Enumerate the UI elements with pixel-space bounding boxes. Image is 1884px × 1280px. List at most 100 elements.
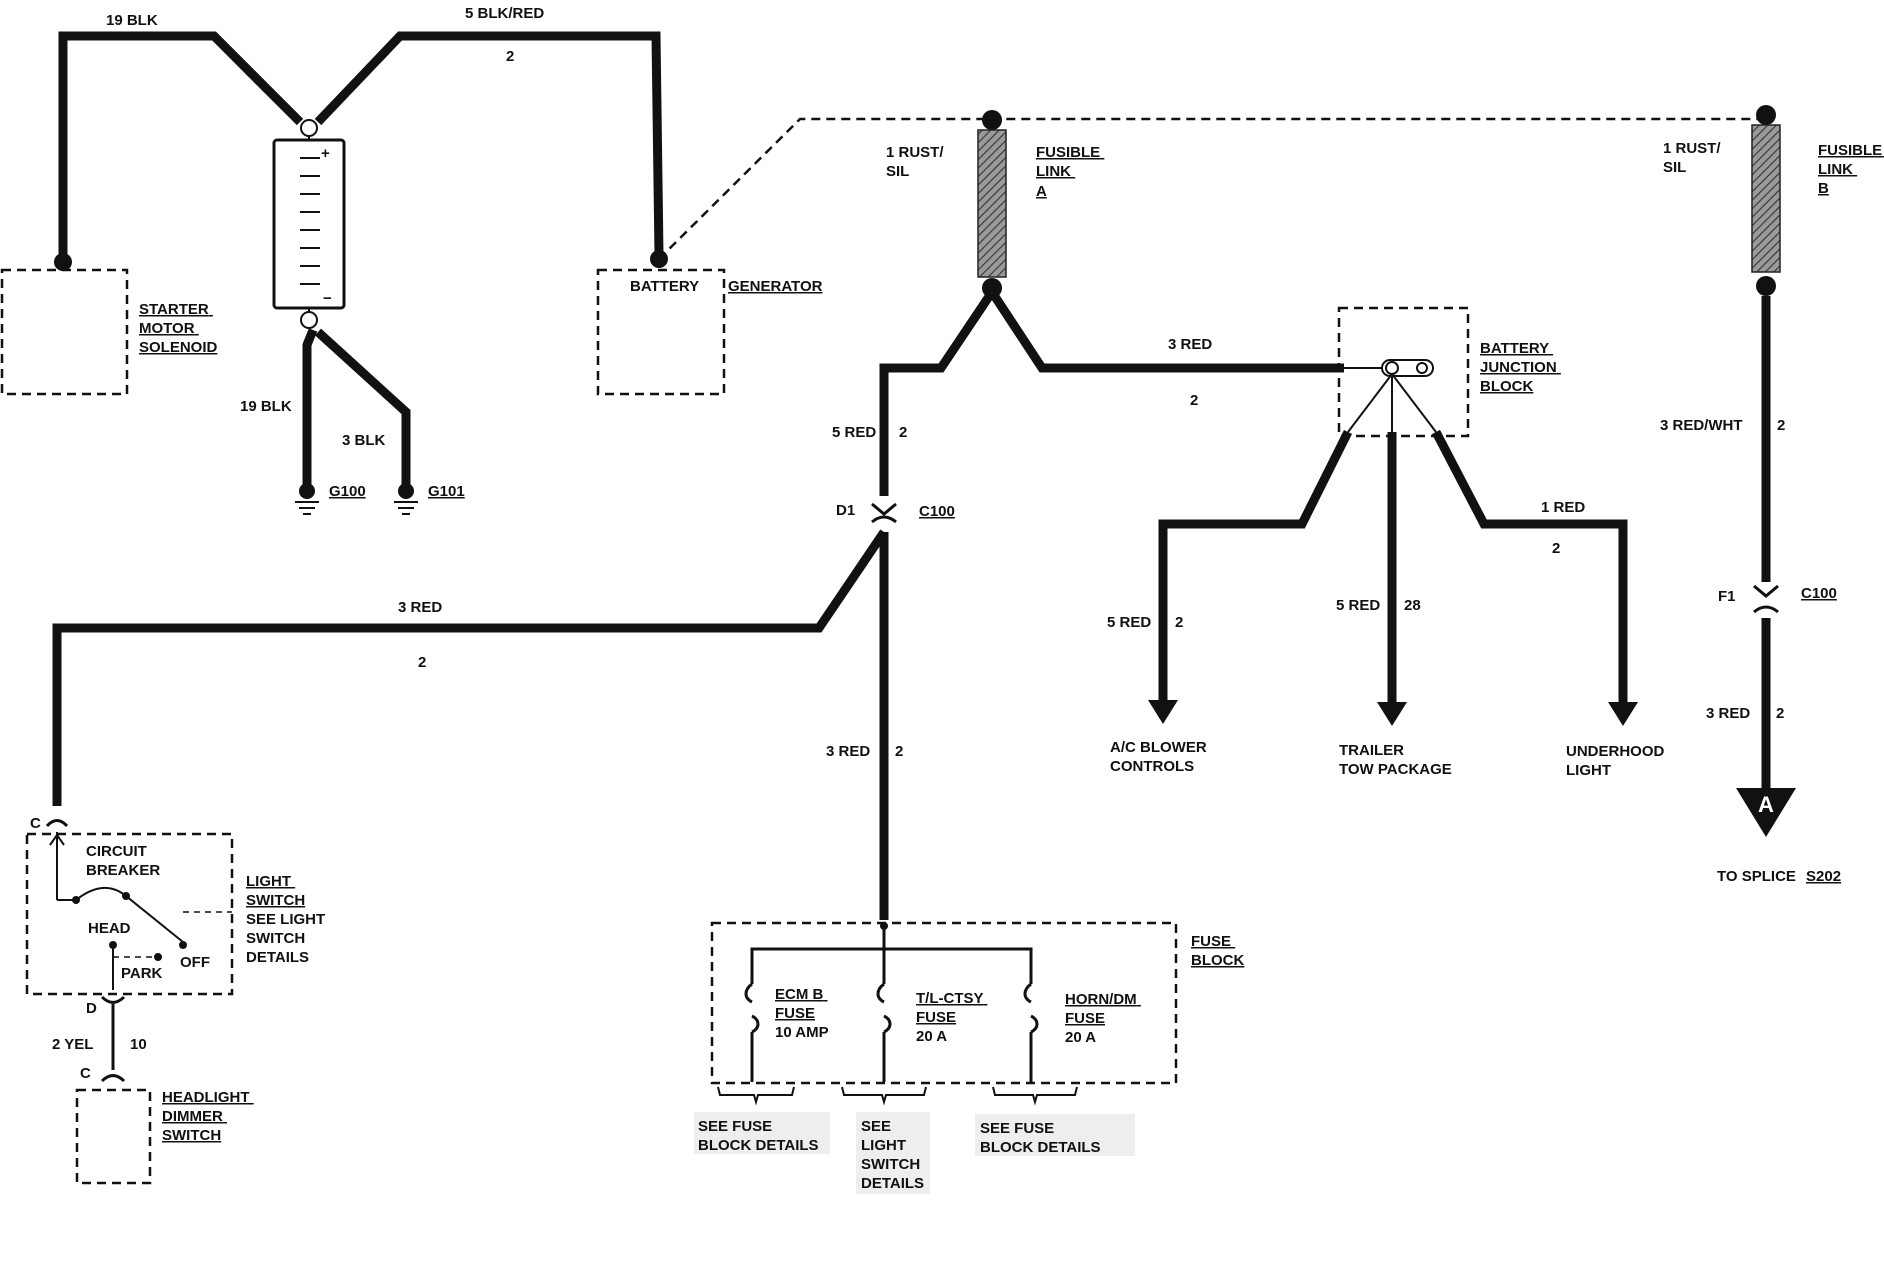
underhood-light-label: UNDERHOOD LIGHT xyxy=(1566,743,1669,779)
switch-park-label: PARK xyxy=(121,965,163,982)
label-5red-c100: 5 RED xyxy=(832,424,876,441)
wire-5red-to-c100 xyxy=(879,289,996,496)
fuse-ecm-b-rating: 10 AMP xyxy=(775,1024,829,1041)
battery-junction-block-box xyxy=(1337,306,1470,438)
fusible-link-a xyxy=(977,129,1007,278)
fuse-block-braces xyxy=(717,1086,1078,1106)
wire-1red-underhood xyxy=(1432,429,1638,726)
label-5blkred: 5 BLK/RED xyxy=(465,5,544,22)
fuse-block-bus xyxy=(750,926,1033,1082)
label-2yel: 2 YEL xyxy=(52,1036,93,1053)
light-switch-pin-d: D xyxy=(86,1000,97,1017)
label-3red-left-circuit: 2 xyxy=(418,654,426,671)
battery-symbol: + − xyxy=(272,119,346,329)
light-switch-label: LIGHT SWITCH xyxy=(246,873,305,909)
wire-3red-to-light-switch xyxy=(52,529,888,806)
label-5red-c100-circuit: 2 xyxy=(899,424,907,441)
fuse-horn-dm-rating: 20 A xyxy=(1065,1029,1096,1046)
dimmer-pin-c: C xyxy=(80,1065,91,1082)
label-3red-top-circuit: 2 xyxy=(1190,392,1198,409)
label-3red-left: 3 RED xyxy=(398,599,442,616)
c100-connector-left xyxy=(871,502,897,524)
label-3red-splice: 3 RED xyxy=(1706,705,1750,722)
label-3blk-g101: 3 BLK xyxy=(342,432,386,449)
headlight-dimmer-switch-label: HEADLIGHT DIMMER SWITCH xyxy=(162,1089,254,1144)
switch-wiper xyxy=(109,941,162,990)
trailer-tow-package-label: TRAILER TOW PACKAGE xyxy=(1339,742,1452,778)
see-fuse-block-details-2: SEE FUSE BLOCK DETAILS xyxy=(980,1120,1101,1156)
fuse-block-box xyxy=(710,921,1178,1085)
wire-5red-trailer xyxy=(1377,432,1407,726)
label-3red-top: 3 RED xyxy=(1168,336,1212,353)
fuse-tl-ctsy-rating: 20 A xyxy=(916,1028,947,1045)
label-19blk-g100: 19 BLK xyxy=(240,398,292,415)
wire-19blk-g100 xyxy=(302,328,318,486)
fusible-link-b-label: FUSIBLE LINK B xyxy=(1818,142,1884,197)
see-fuse-block-details-1: SEE FUSE BLOCK DETAILS xyxy=(698,1118,819,1154)
wire-5blkred-generator xyxy=(314,31,664,256)
fuse-tl-ctsy-label: T/L-CTSY FUSE xyxy=(916,990,987,1026)
starter-solenoid-box xyxy=(0,268,129,396)
wire-3blk-g101 xyxy=(314,328,411,486)
c100-right-label: C100 xyxy=(1801,585,1837,602)
see-light-switch-details-2: SEE LIGHT SWITCH DETAILS xyxy=(861,1118,924,1192)
wire-3red-to-bjb xyxy=(988,289,1344,373)
fuse-ecm-b-icon xyxy=(744,982,760,1034)
fuse-block-label: FUSE BLOCK xyxy=(1191,933,1244,969)
wire-19blk-starter xyxy=(58,31,304,262)
circuit-breaker-symbol xyxy=(49,832,232,949)
battery-junction-block-label: BATTERY JUNCTION BLOCK xyxy=(1480,340,1561,395)
label-3red-fuse: 3 RED xyxy=(826,743,870,760)
fusible-a-wire-label-1: 1 RUST/ xyxy=(886,144,944,161)
generator-label: GENERATOR xyxy=(728,278,823,295)
label-1red-underhood-circuit: 2 xyxy=(1552,540,1560,557)
splice-a-arrow-icon xyxy=(1736,788,1796,837)
dashed-power-feed xyxy=(658,117,1766,260)
fuse-tl-ctsy-icon xyxy=(876,982,892,1034)
light-switch-top-connector xyxy=(45,819,69,828)
light-switch-pin-c: C xyxy=(30,815,41,832)
fusible-b-wire-label-1: 1 RUST/ xyxy=(1663,140,1721,157)
ground-g101-label: G101 xyxy=(428,483,465,500)
label-3redwht-circuit: 2 xyxy=(1777,417,1785,434)
starter-terminal-node xyxy=(54,253,72,271)
fuse-horn-dm-label: HORN/DM FUSE xyxy=(1065,991,1141,1027)
switch-head-label: HEAD xyxy=(88,920,131,937)
label-3red-fuse-circuit: 2 xyxy=(895,743,903,760)
c100-right-pin: F1 xyxy=(1718,588,1736,605)
fusible-b-bottom-node xyxy=(1756,276,1776,296)
generator-box xyxy=(596,268,726,396)
switch-off-label: OFF xyxy=(180,954,210,971)
fusible-a-wire-label-2: SIL xyxy=(886,163,909,180)
light-switch-box xyxy=(25,832,234,996)
generator-battery-terminal-label: BATTERY xyxy=(630,278,699,295)
fusible-a-top-node xyxy=(982,110,1002,130)
label-5red-ac: 5 RED xyxy=(1107,614,1151,631)
to-splice-label: TO SPLICE xyxy=(1717,868,1796,885)
label-3red-splice-circuit: 2 xyxy=(1776,705,1784,722)
label-5red-trailer: 5 RED xyxy=(1336,597,1380,614)
c100-left-pin: D1 xyxy=(836,502,855,519)
dimmer-connector xyxy=(100,1074,126,1083)
label-5red-ac-circuit: 2 xyxy=(1175,614,1183,631)
svg-text:+: + xyxy=(321,145,330,162)
fusible-link-b xyxy=(1751,124,1781,273)
circuit-breaker-label: CIRCUIT BREAKER xyxy=(86,843,160,879)
fusible-b-wire-label-2: SIL xyxy=(1663,159,1686,176)
ground-g100-icon xyxy=(295,483,319,515)
fusible-link-a-label: FUSIBLE LINK A xyxy=(1036,144,1104,200)
svg-text:−: − xyxy=(323,290,332,307)
to-splice-id: S202 xyxy=(1806,868,1841,885)
c100-connector-right xyxy=(1753,584,1779,614)
headlight-dimmer-switch-box xyxy=(75,1088,152,1185)
label-5blkred-circuit: 2 xyxy=(506,48,514,65)
fuse-horn-dm-icon xyxy=(1023,982,1039,1034)
ac-blower-controls-label: A/C BLOWER CONTROLS xyxy=(1110,739,1211,775)
label-2yel-circuit: 10 xyxy=(130,1036,147,1053)
label-1red-underhood: 1 RED xyxy=(1541,499,1585,516)
see-light-switch-details-label: SEE LIGHT SWITCH DETAILS xyxy=(246,911,329,966)
label-3redwht: 3 RED/WHT xyxy=(1660,417,1743,434)
label-19blk-top: 19 BLK xyxy=(106,12,158,29)
fusible-b-top-node xyxy=(1756,105,1776,125)
